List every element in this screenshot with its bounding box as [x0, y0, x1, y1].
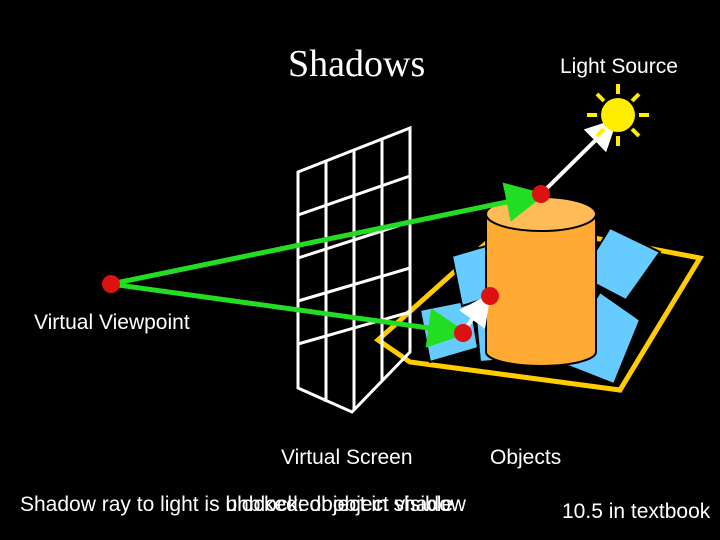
caption-blocked: blocked: object in shadow	[225, 493, 466, 516]
light-source-label: Light Source	[560, 55, 678, 78]
objects-label: Objects	[490, 446, 562, 469]
caption: Shadow ray to light is unblocked: object…	[20, 493, 466, 517]
caption-unblocked: unblocked: object visible	[225, 493, 454, 516]
sun-icon	[587, 84, 649, 146]
eye-ray-bottom	[110, 281, 468, 348]
slide-title: Shadows	[288, 43, 426, 85]
virtual-screen-grid	[296, 125, 412, 414]
virtual-viewpoint-label: Virtual Viewpoint	[34, 311, 190, 334]
virtual-screen-label: Virtual Screen	[281, 446, 413, 469]
shadow-ray-unblocked	[539, 118, 618, 196]
hit-point-cylinder	[532, 185, 550, 203]
viewpoint-dot	[102, 275, 120, 293]
hit-point-floor	[454, 324, 472, 342]
eye-ray-top	[110, 182, 546, 287]
cylinder-object	[485, 196, 597, 367]
hit-point-blocked	[481, 287, 499, 305]
caption-prefix: Shadow ray to light is	[20, 493, 226, 516]
textbook-reference: 10.5 in textbook	[562, 500, 711, 523]
